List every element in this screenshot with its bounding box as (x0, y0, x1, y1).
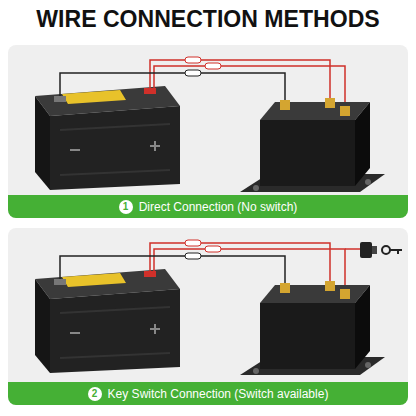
key-switch (345, 242, 402, 258)
step-number: 2 (88, 387, 102, 401)
method-band: 2 Key Switch Connection (Switch available… (8, 382, 408, 405)
panel (8, 228, 408, 405)
step-number: 1 (119, 200, 133, 214)
panel (8, 45, 408, 218)
method-label: Key Switch Connection (Switch available) (108, 387, 329, 401)
title: WIRE CONNECTION METHODS (0, 6, 416, 33)
wiring-scene (35, 240, 385, 375)
wiring-scene (35, 57, 385, 192)
method-band: 1 Direct Connection (No switch) (8, 195, 408, 218)
method-label: Direct Connection (No switch) (139, 200, 298, 214)
